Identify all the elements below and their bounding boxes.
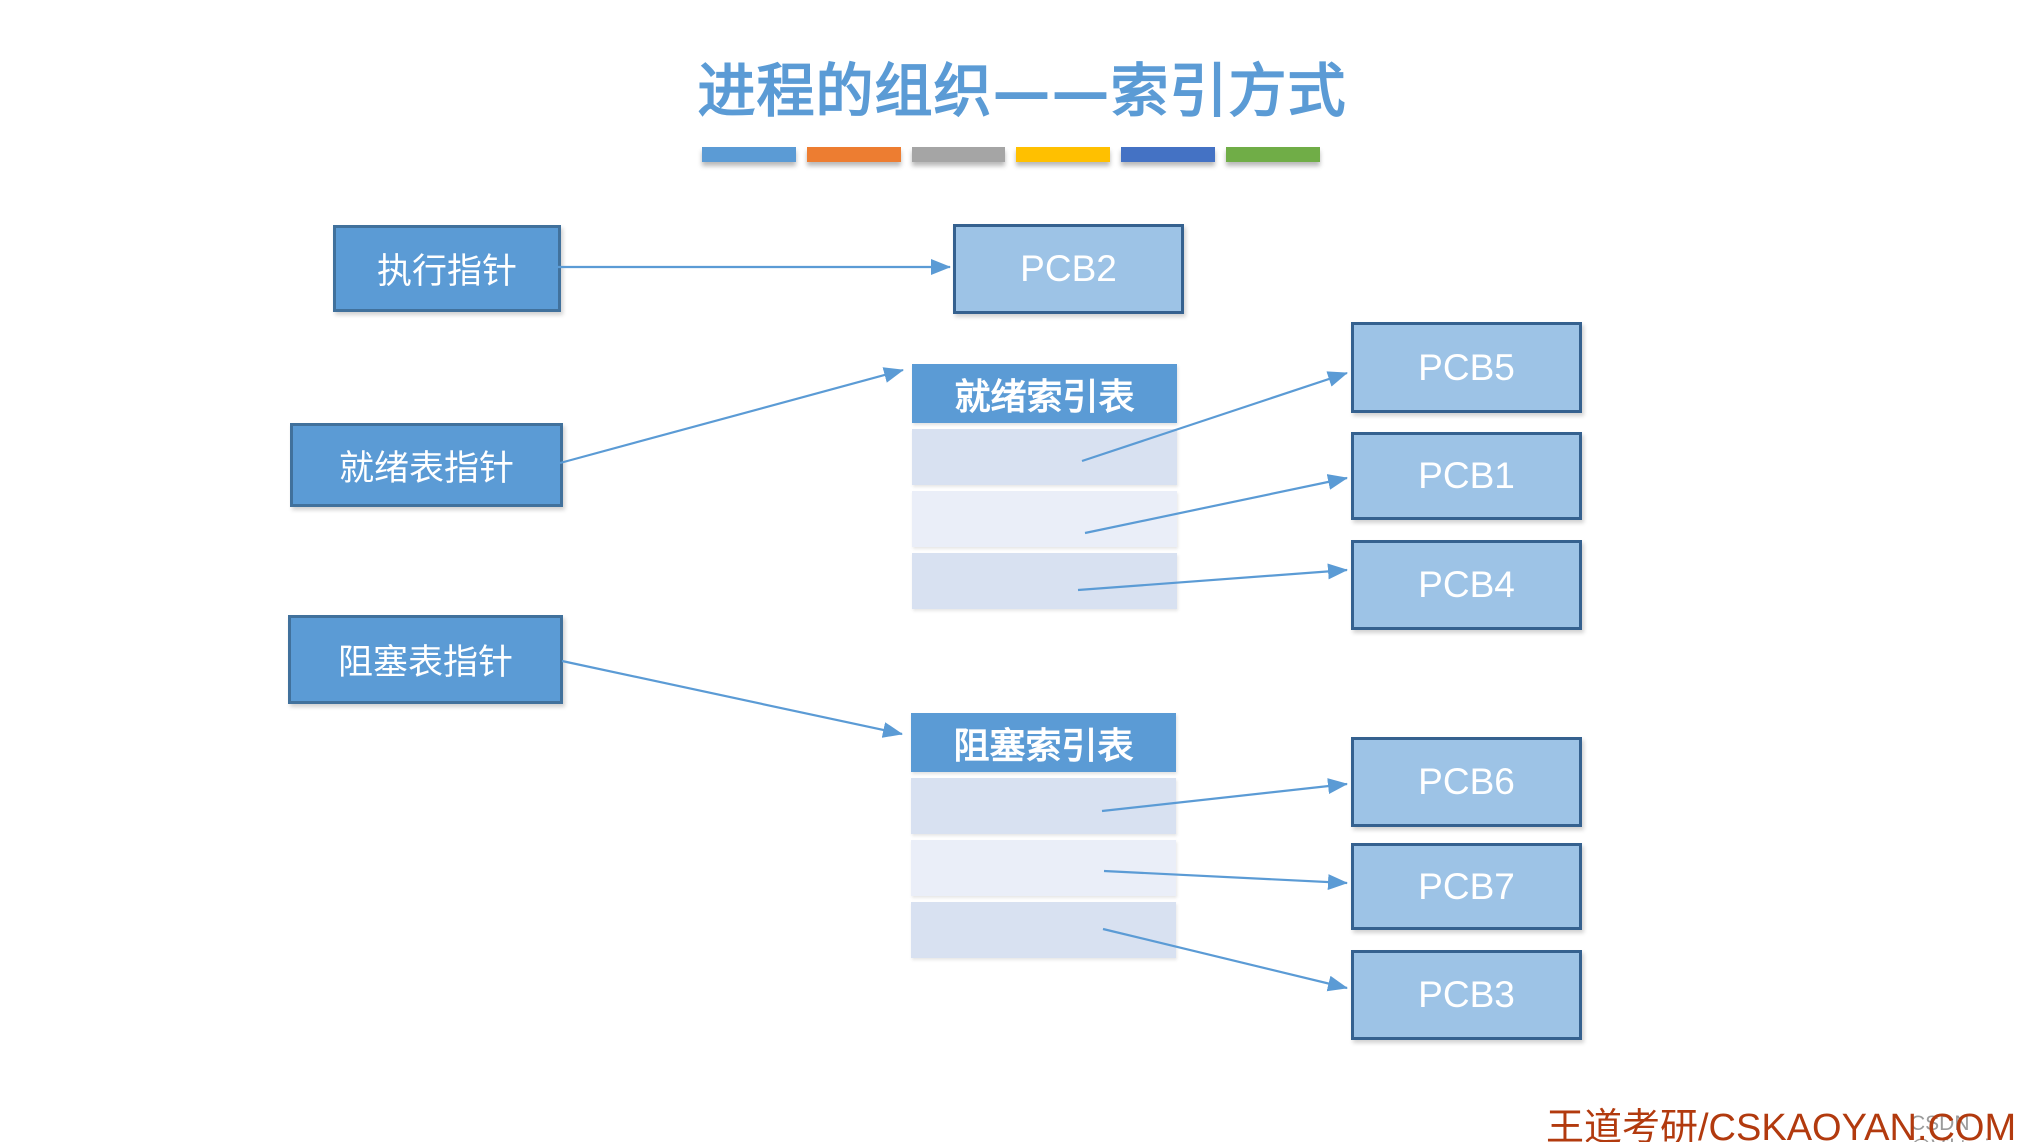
blocked-index-row-1 — [911, 778, 1176, 834]
accent-bar-gray — [911, 147, 1006, 162]
csdn-watermark: CSDN @Viktoriae — [1910, 1112, 2013, 1142]
brand-watermark: 王道考研/CSKAOYAN.COM — [1546, 1107, 2017, 1142]
connector-readyptr-to-table — [559, 367, 904, 465]
pcb6-box: PCB6 — [1351, 737, 1582, 827]
pcb5-box: PCB5 — [1351, 322, 1582, 413]
ready-index-row-1 — [912, 429, 1177, 485]
ready-index-row-2 — [912, 491, 1177, 547]
accent-bar-blue — [702, 147, 796, 162]
blocked-index-table-header: 阻塞索引表 — [911, 713, 1176, 772]
accent-bar-strip — [702, 147, 1320, 162]
blocked-index-table: 阻塞索引表 — [911, 713, 1176, 958]
accent-bar-green — [1226, 147, 1320, 162]
pcb3-box: PCB3 — [1351, 950, 1582, 1040]
pcb7-box: PCB7 — [1351, 843, 1582, 930]
pcb4-box: PCB4 — [1351, 540, 1582, 630]
slide-title: 进程的组织——索引方式 — [697, 57, 1347, 125]
ready-index-table-header: 就绪索引表 — [912, 364, 1177, 423]
accent-bar-darkblue — [1121, 147, 1216, 162]
ready-pointer-box: 就绪表指针 — [290, 423, 563, 507]
pcb2-box: PCB2 — [953, 224, 1184, 314]
ready-index-table: 就绪索引表 — [912, 364, 1177, 609]
pcb1-box: PCB1 — [1351, 432, 1582, 520]
blocked-pointer-box: 阻塞表指针 — [288, 615, 563, 704]
connector-blockedptr-to-table — [561, 659, 903, 738]
blocked-index-row-2 — [911, 840, 1176, 896]
blocked-index-row-3 — [911, 902, 1176, 958]
accent-bar-orange — [806, 147, 901, 162]
exec-pointer-box: 执行指针 — [333, 225, 561, 312]
accent-bar-gold — [1016, 147, 1111, 162]
ready-index-row-3 — [912, 553, 1177, 609]
